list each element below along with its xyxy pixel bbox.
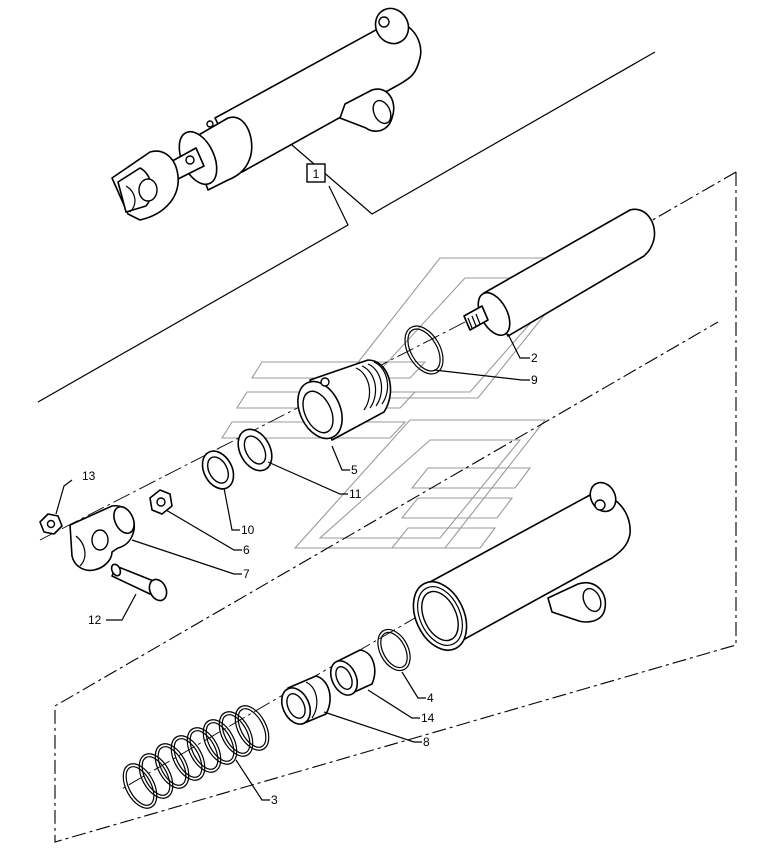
frame-line-lower (37, 185, 349, 403)
leader-lines (55, 333, 530, 801)
callout-9: 9 (531, 373, 538, 387)
seal-10 (201, 450, 235, 490)
nut-6 (149, 489, 173, 515)
callout-8: 8 (423, 735, 430, 749)
callout-1-box: 1 (306, 163, 326, 183)
callout-12: 12 (88, 613, 102, 627)
callout-5: 5 (351, 463, 358, 477)
pin-12 (110, 563, 168, 602)
envelope-dashed (54, 172, 737, 843)
callout-13: 13 (82, 469, 96, 483)
lock-nut-13 (39, 513, 63, 535)
seal-11 (237, 428, 273, 472)
gland-head (297, 359, 392, 441)
callout-4: 4 (427, 691, 434, 705)
callout-2: 2 (531, 351, 538, 365)
callout-10: 10 (241, 523, 255, 537)
assembled-cylinder (111, 7, 422, 221)
seal-rings-3 (122, 705, 270, 809)
envelope-top-edge (589, 171, 737, 257)
bushing-14 (329, 649, 376, 696)
o-ring-4 (377, 628, 411, 672)
callout-14: 14 (421, 711, 435, 725)
cylinder-barrel (412, 481, 631, 651)
callout-11: 11 (349, 487, 362, 501)
piston-rod (463, 208, 656, 337)
clevis-7 (69, 505, 136, 572)
callout-3: 3 (271, 793, 278, 807)
callout-6: 6 (243, 543, 250, 557)
callout-7: 7 (243, 567, 250, 581)
piston-8 (280, 675, 331, 725)
callout-1: 1 (313, 167, 320, 181)
